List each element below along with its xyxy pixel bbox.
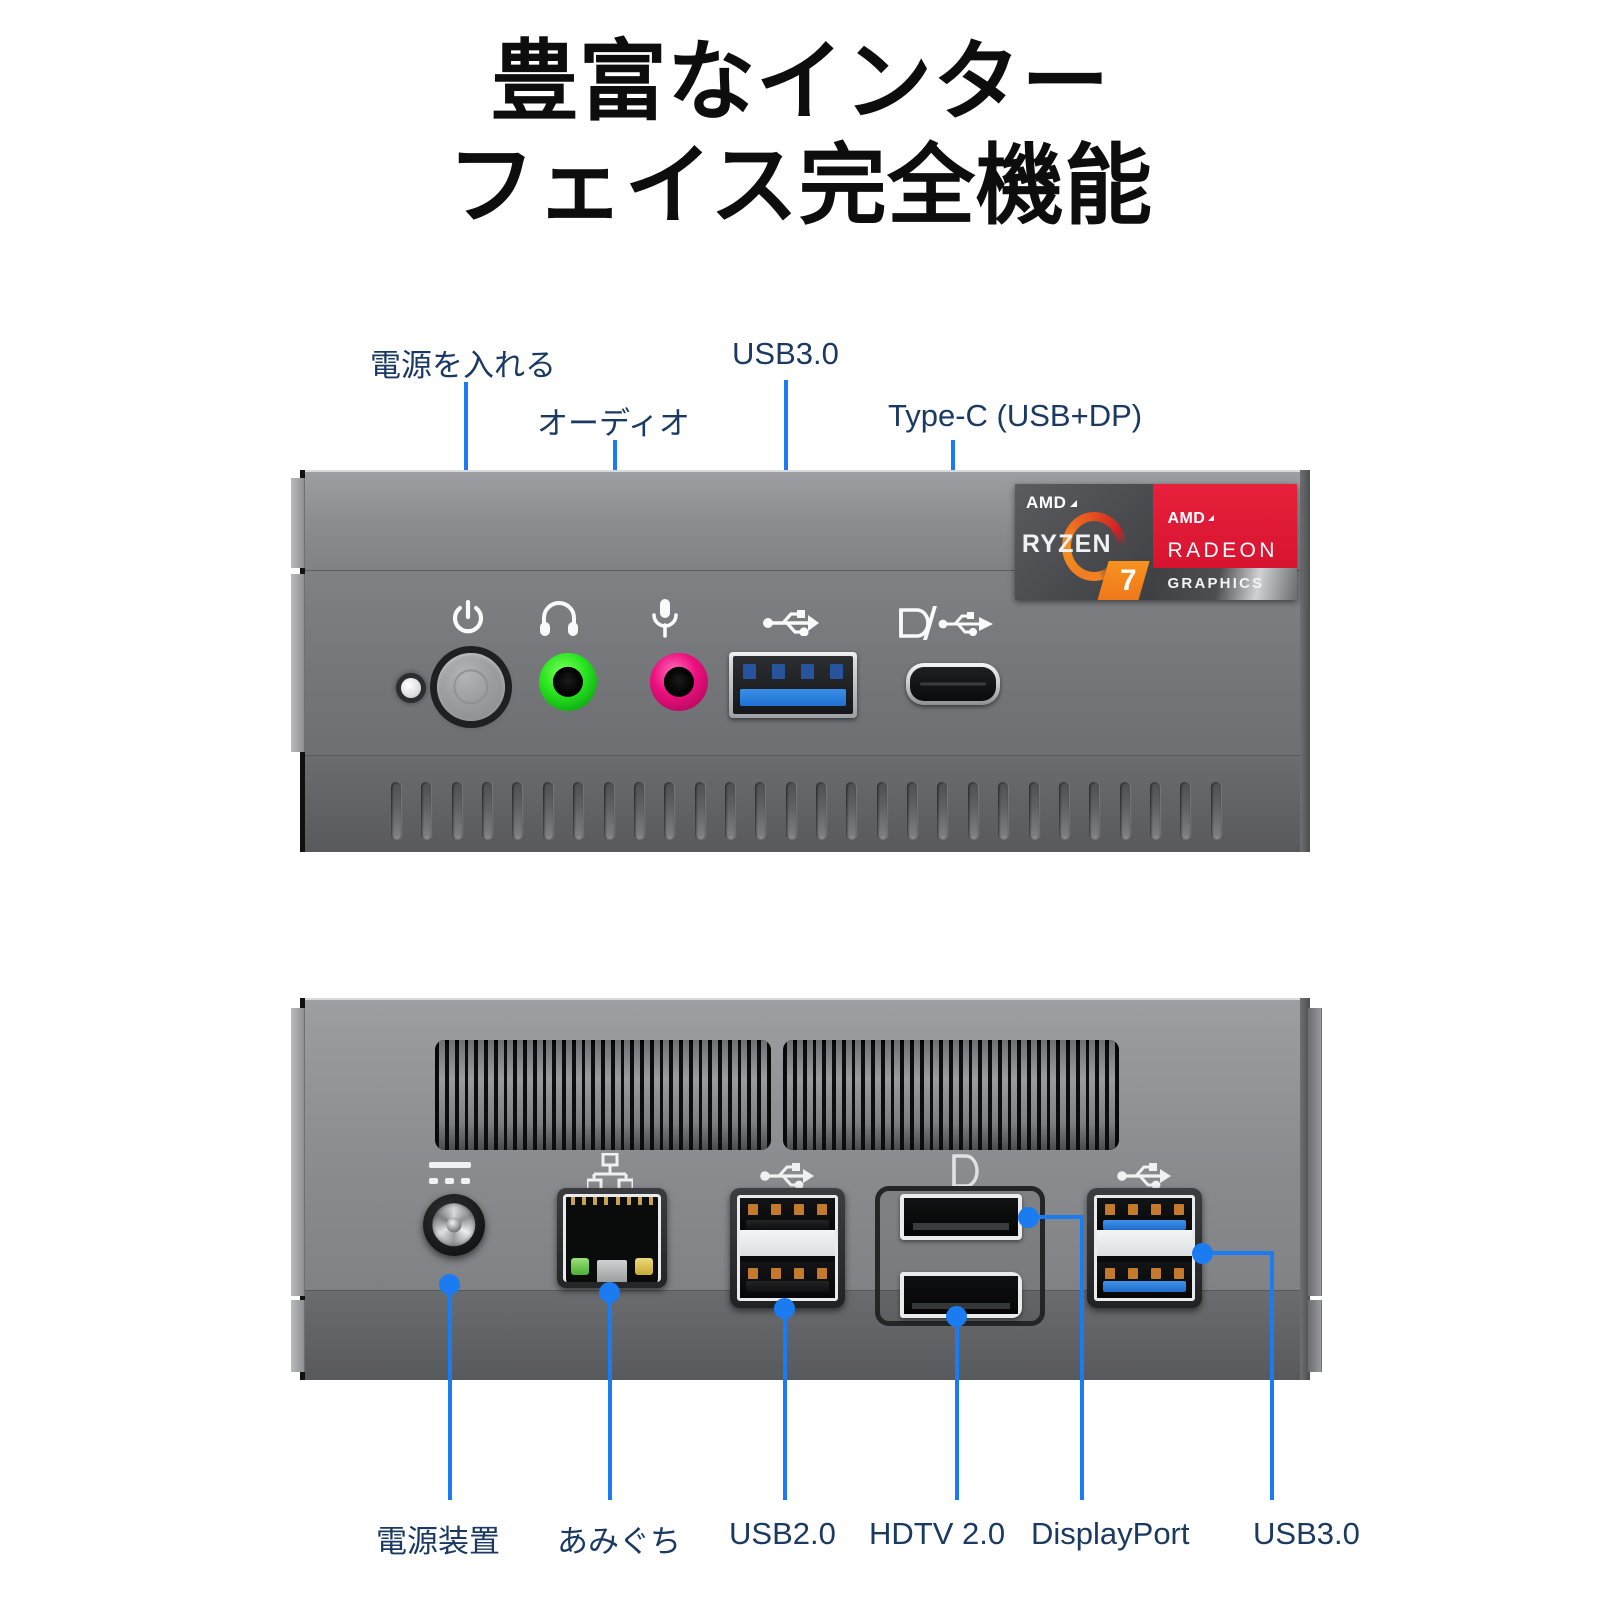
hdmi-port[interactable] <box>900 1194 1022 1240</box>
rear-vent-grille-right <box>783 1040 1119 1150</box>
label-audio: オーディオ <box>537 406 690 441</box>
leader-displayport <box>955 1316 959 1500</box>
rear-foot-left-upper <box>291 1008 305 1296</box>
leader-psu <box>448 1284 452 1500</box>
amd-radeon-half: AMD RADEON GRAPHICS <box>1153 484 1297 600</box>
usb2-port-stack[interactable] <box>730 1188 845 1308</box>
title-line-1: 豊富なインター <box>490 32 1110 131</box>
radeon-graphics-panel <box>1153 567 1297 600</box>
power-icon <box>452 600 484 634</box>
usb3-port[interactable] <box>729 652 857 718</box>
leader-lan <box>608 1292 612 1500</box>
front-vent-slots <box>391 782 1221 840</box>
chassis-right-edge <box>1300 470 1310 852</box>
displayport-icon <box>952 1154 979 1188</box>
label-power: 電源を入れる <box>370 348 556 383</box>
rear-foot-right-lower <box>1308 1300 1322 1372</box>
dc-power-jack[interactable] <box>423 1194 485 1256</box>
label-lan: あみぐち <box>557 1524 681 1559</box>
leader-hdtv-elbow <box>1028 1215 1084 1219</box>
label-usb30-rear: USB3.0 <box>1253 1516 1360 1551</box>
leader-hdtv <box>1080 1215 1084 1500</box>
label-displayport: DisplayPort <box>1031 1516 1190 1551</box>
chassis-foot-left-upper <box>291 478 305 568</box>
amd-ryzen-half: AMD RYZEN 7 <box>1015 484 1154 600</box>
microphone-jack[interactable] <box>650 653 708 711</box>
label-usb20: USB2.0 <box>729 1516 836 1551</box>
amd-badge: AMD RYZEN 7 AMD RADEON GRAPHICS <box>1015 484 1297 600</box>
amd-wordmark-left: AMD <box>1026 493 1077 513</box>
status-led <box>401 678 421 698</box>
label-typec: Type-C (USB+DP) <box>888 398 1143 433</box>
usb3-port-stack[interactable] <box>1087 1188 1202 1308</box>
label-psu: 電源装置 <box>376 1524 500 1559</box>
rear-foot-right-upper <box>1308 1008 1322 1296</box>
page-title: 豊富なインター フェイス完全機能 <box>0 30 1600 238</box>
ryzen-text: RYZEN <box>1021 530 1112 559</box>
microphone-icon <box>652 599 678 638</box>
rear-vent-grille-left <box>435 1040 771 1150</box>
graphics-text: GRAPHICS <box>1167 574 1265 592</box>
ethernet-icon <box>587 1153 633 1193</box>
ryzen-tier-number: 7 <box>1119 563 1137 597</box>
power-button[interactable] <box>437 653 505 721</box>
dc-power-icon <box>429 1162 471 1184</box>
headphone-icon <box>540 601 578 636</box>
title-line-2: フェイス完全機能 <box>447 135 1153 235</box>
chassis-foot-left-lower <box>291 574 305 752</box>
leader-usb30-rear <box>1270 1251 1274 1500</box>
ethernet-port[interactable] <box>557 1188 667 1288</box>
usb-icon <box>760 1163 814 1189</box>
front-chassis: AMD RYZEN 7 AMD RADEON GRAPHICS <box>291 470 1310 852</box>
leader-usb30-elbow <box>1202 1251 1274 1255</box>
rear-chassis-right-edge <box>1300 998 1310 1380</box>
label-usb30-front: USB3.0 <box>732 336 839 371</box>
usb-icon <box>763 610 819 636</box>
rear-foot-left-lower <box>291 1300 305 1372</box>
displayport-usb-icon <box>899 606 993 640</box>
chassis-band-bottom <box>305 755 1310 852</box>
leader-usb20 <box>783 1308 787 1500</box>
label-hdtv: HDTV 2.0 <box>869 1516 1006 1551</box>
type-c-port[interactable] <box>906 663 1000 705</box>
radeon-red-panel <box>1153 484 1297 568</box>
amd-wordmark-right: AMD <box>1168 510 1215 528</box>
radeon-text: RADEON <box>1167 538 1278 562</box>
usb-icon <box>1117 1163 1171 1189</box>
headphone-jack[interactable] <box>539 653 597 711</box>
rear-chassis <box>291 998 1322 1380</box>
